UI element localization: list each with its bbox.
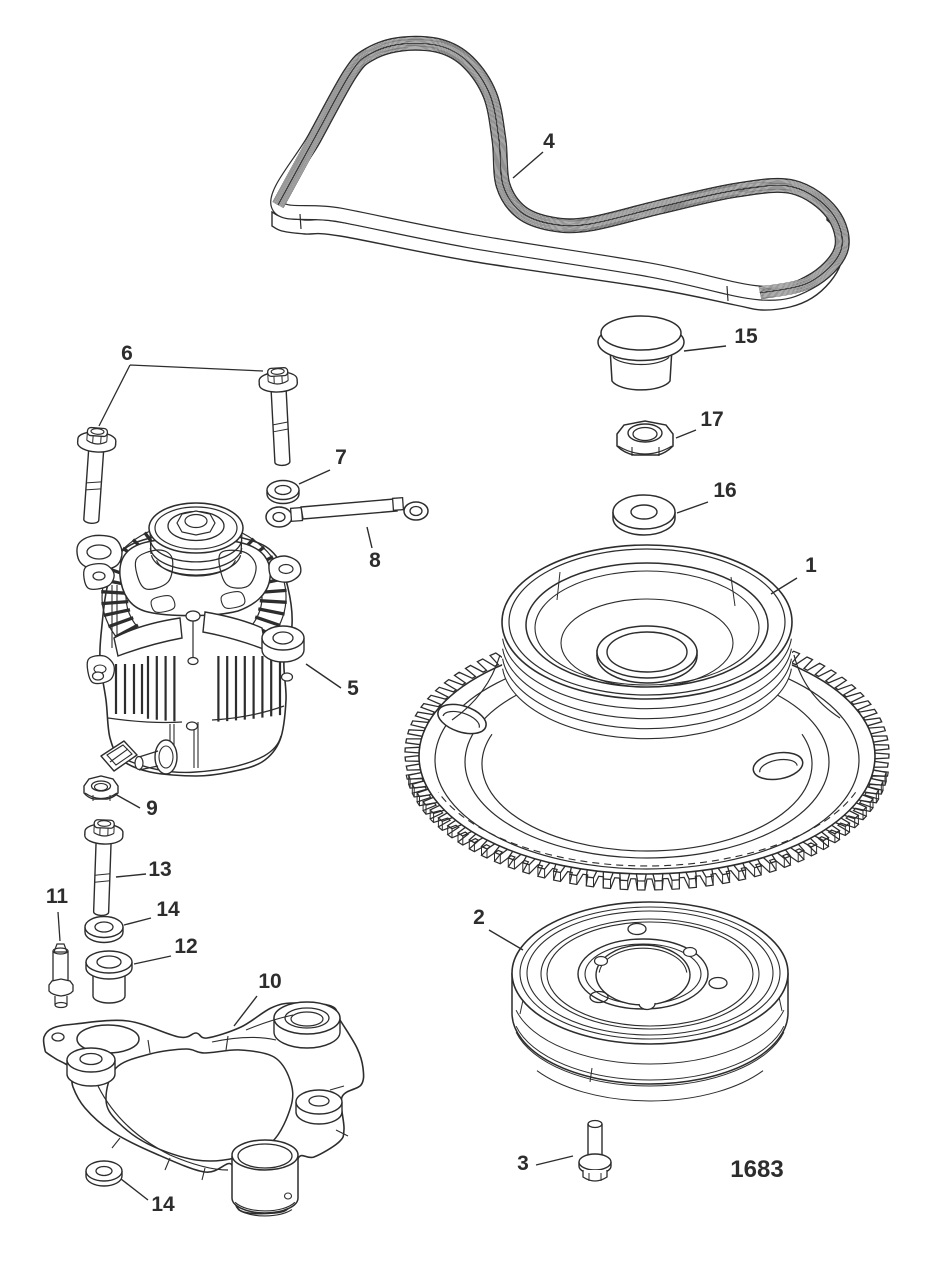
svg-text:11: 11 xyxy=(46,885,69,908)
svg-text:6: 6 xyxy=(121,342,133,365)
svg-text:14: 14 xyxy=(156,898,180,921)
svg-text:4: 4 xyxy=(543,130,555,153)
svg-text:12: 12 xyxy=(174,935,197,958)
svg-text:7: 7 xyxy=(335,446,347,469)
svg-text:3: 3 xyxy=(517,1152,529,1175)
svg-text:8: 8 xyxy=(369,549,381,572)
svg-text:1: 1 xyxy=(805,554,817,577)
svg-text:5: 5 xyxy=(347,677,359,700)
svg-text:9: 9 xyxy=(146,797,158,820)
svg-text:13: 13 xyxy=(148,858,171,881)
svg-text:1683: 1683 xyxy=(730,1156,783,1183)
svg-text:16: 16 xyxy=(713,479,736,502)
svg-text:10: 10 xyxy=(258,970,281,993)
svg-text:14: 14 xyxy=(151,1193,175,1216)
svg-text:2: 2 xyxy=(473,906,485,929)
svg-text:17: 17 xyxy=(700,408,723,431)
svg-text:15: 15 xyxy=(734,325,758,348)
